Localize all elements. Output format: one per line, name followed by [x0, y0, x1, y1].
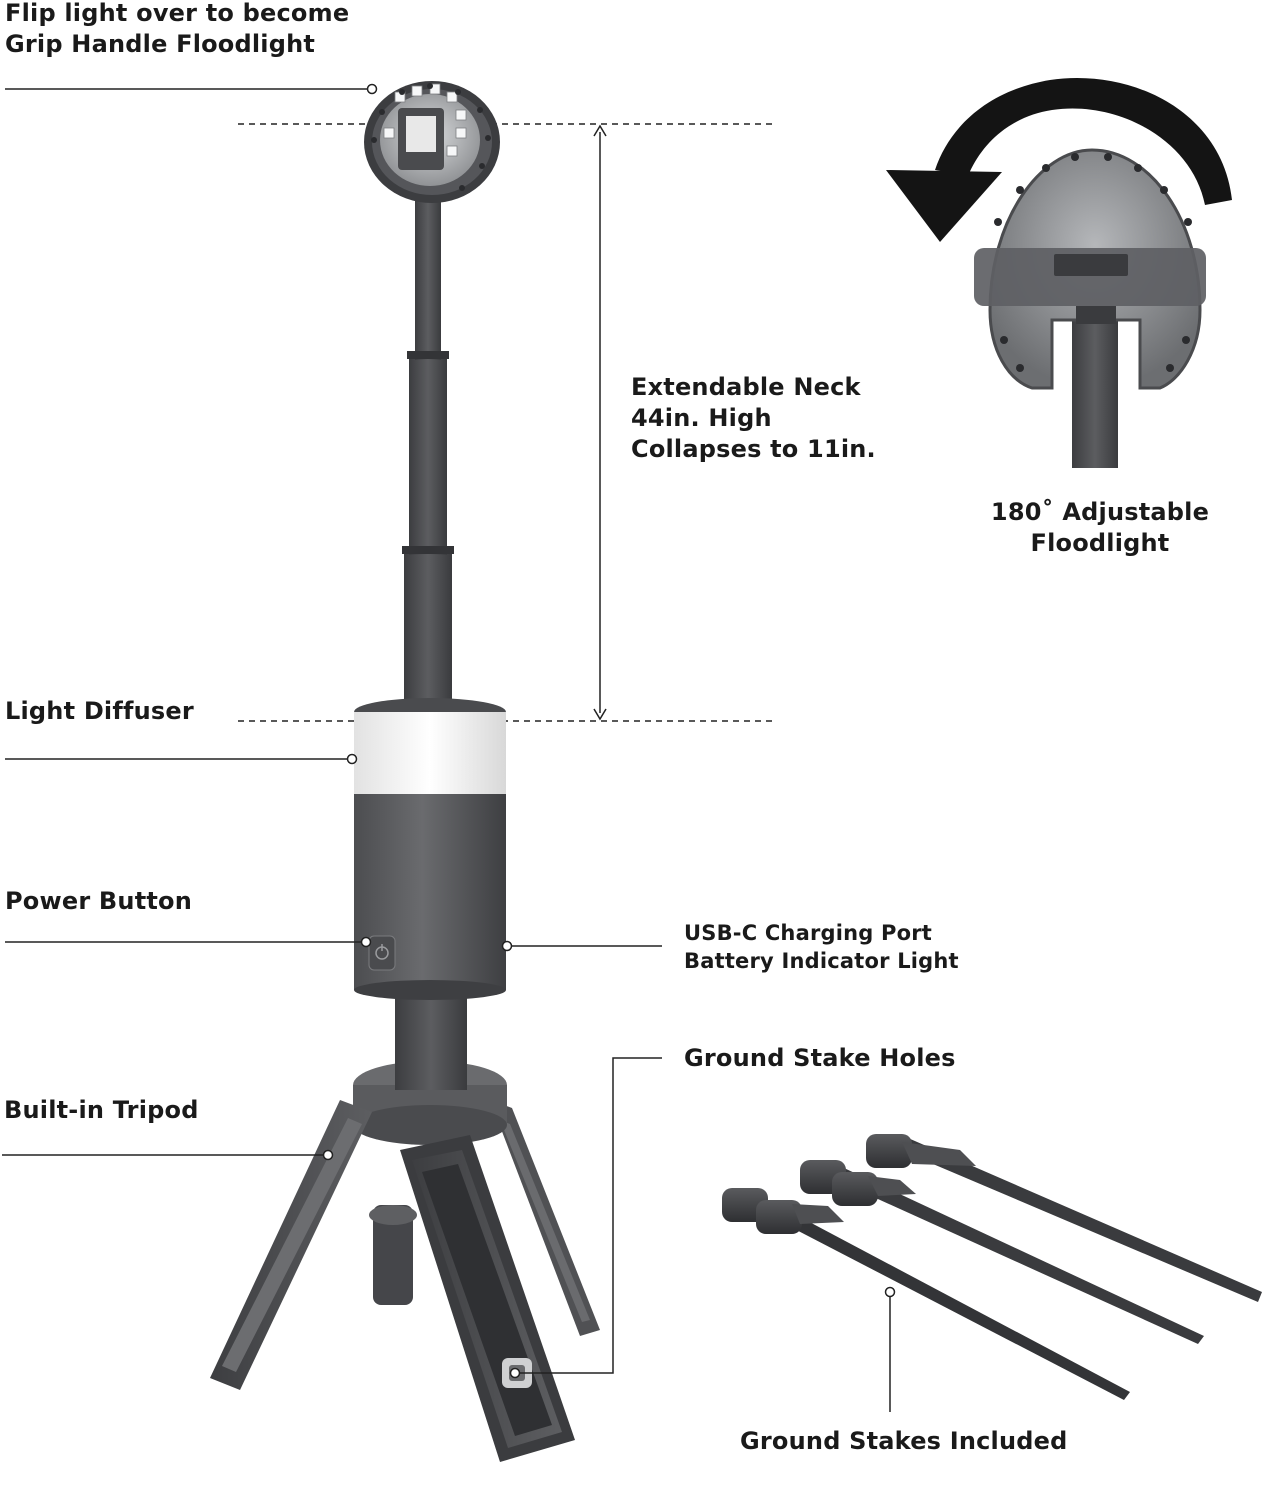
- neck-line2: 44in. High: [631, 404, 772, 432]
- label-light-diffuser: Light Diffuser: [5, 697, 194, 725]
- lower-shaft: [395, 990, 467, 1090]
- label-ground-stakes-included: Ground Stakes Included: [740, 1427, 1068, 1455]
- label-built-in-tripod: Built-in Tripod: [4, 1096, 199, 1124]
- ground-stakes: [722, 1134, 1262, 1400]
- adjust-line1: 180˚ Adjustable: [990, 498, 1210, 526]
- rotation-arrow: [886, 77, 1232, 242]
- leader-lines: [2, 88, 891, 1412]
- light-head: [364, 81, 500, 203]
- label-power-button: Power Button: [5, 887, 193, 915]
- label-ground-stake-holes: Ground Stake Holes: [684, 1044, 956, 1072]
- label-adjustable-floodlight: 180˚ Adjustable Floodlight: [990, 497, 1210, 559]
- tripod: [210, 1061, 600, 1462]
- flip-line1: Flip light over to become: [5, 0, 350, 27]
- height-guides: [238, 123, 776, 722]
- neck-line1: Extendable Neck: [631, 373, 861, 401]
- neck-line3: Collapses to 11in.: [631, 435, 876, 463]
- leader-dots: [322, 83, 896, 1379]
- main-body: [354, 698, 506, 1000]
- adjust-line2: Floodlight: [1030, 529, 1170, 557]
- label-extendable-neck: Extendable Neck 44in. High Collapses to …: [631, 372, 876, 465]
- extendable-neck: [402, 165, 454, 720]
- adjustable-floodlight: [974, 148, 1206, 468]
- usb-line1: USB-C Charging Port: [684, 921, 933, 945]
- light-diffuser: [354, 712, 506, 794]
- usb-line2: Battery Indicator Light: [684, 949, 959, 973]
- label-flip-light: Flip light over to become Grip Handle Fl…: [5, 0, 349, 60]
- label-usb-c: USB-C Charging Port Battery Indicator Li…: [684, 919, 959, 975]
- flip-line2: Grip Handle Floodlight: [5, 30, 316, 58]
- power-button: [368, 935, 396, 971]
